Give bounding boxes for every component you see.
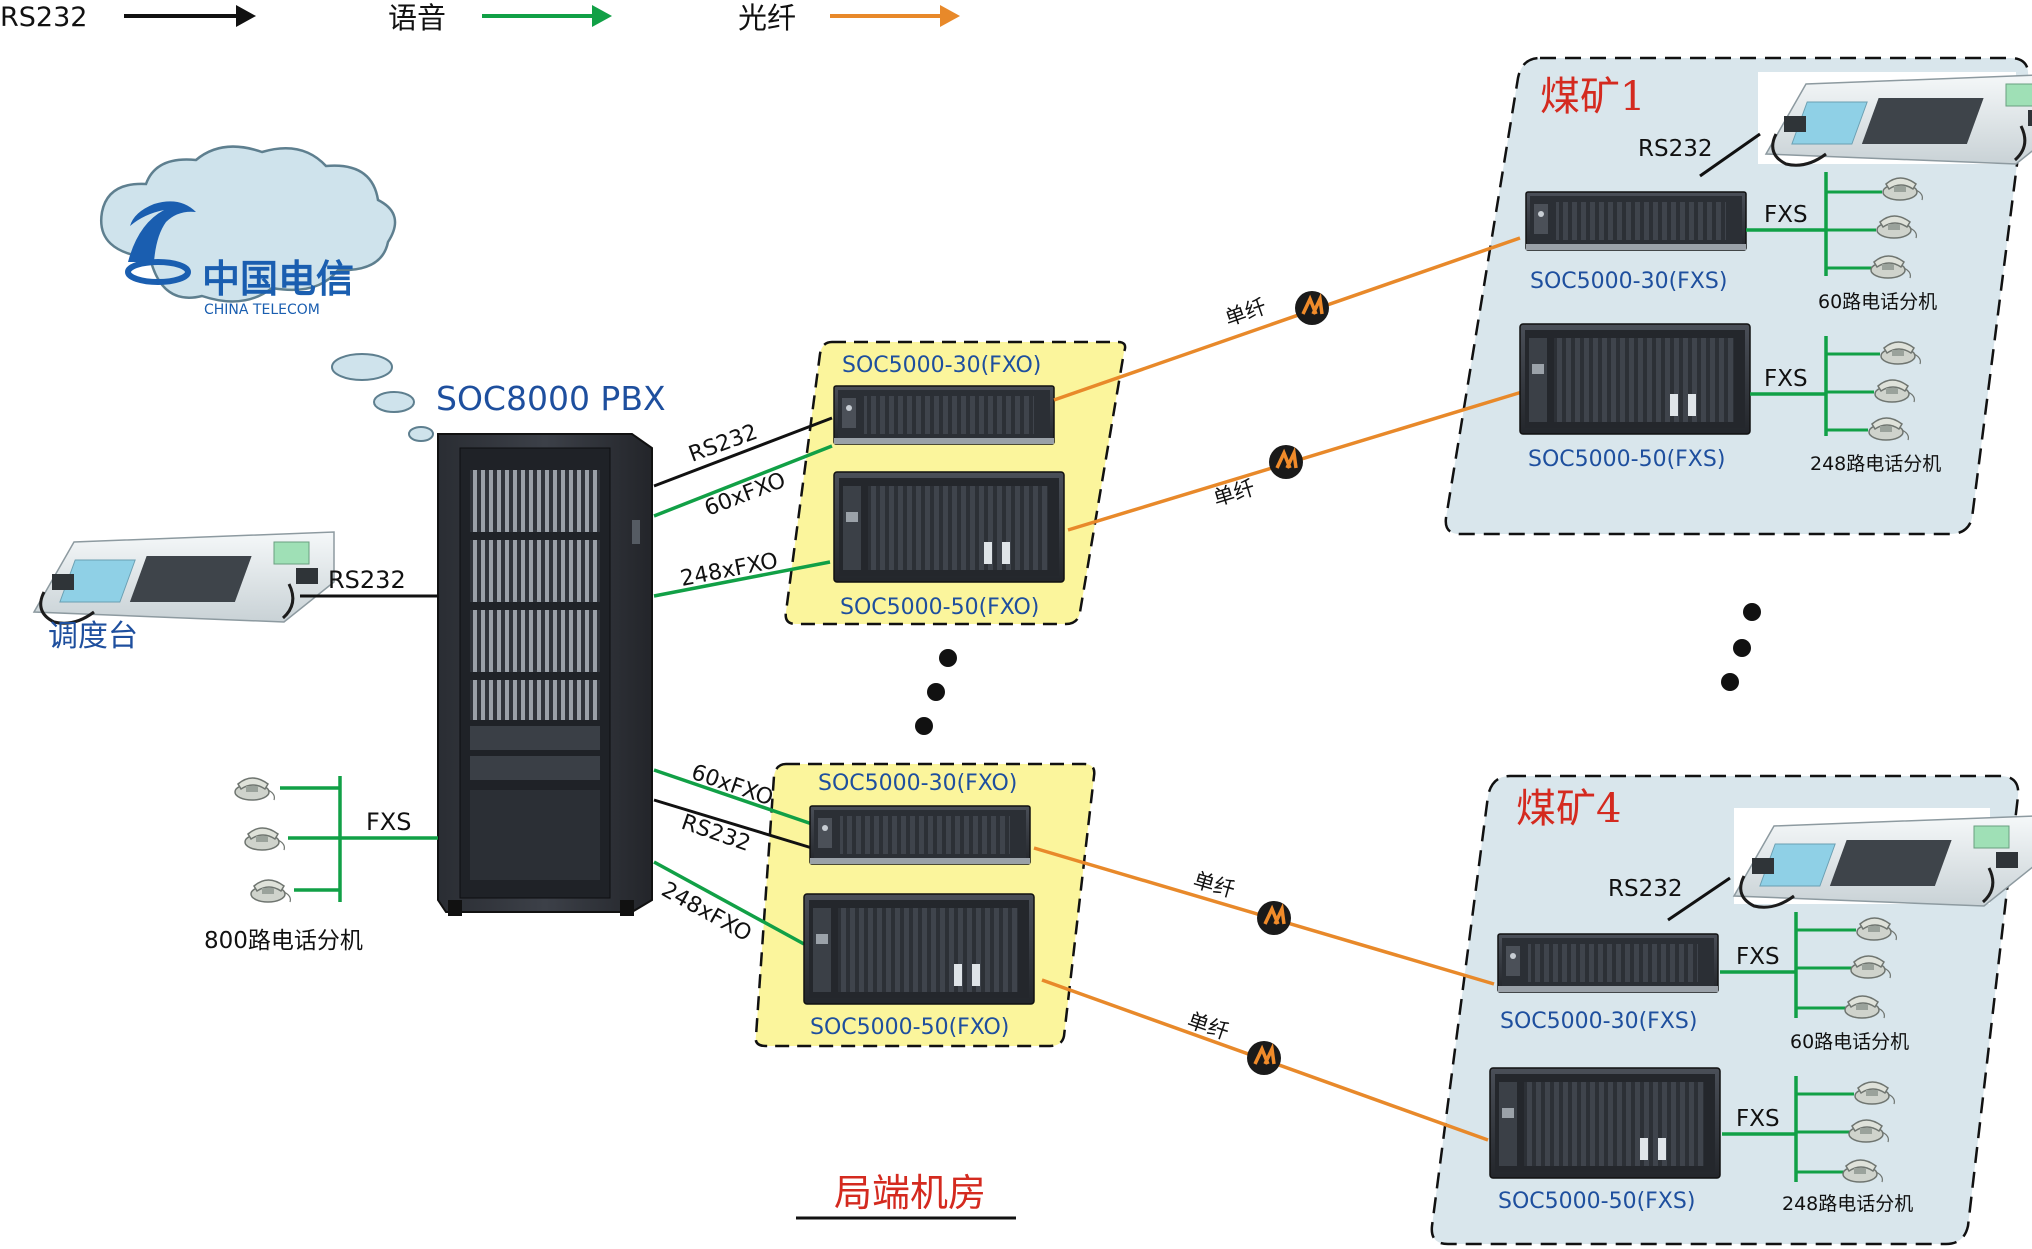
rs232-link-top — [653, 416, 833, 488]
co-bottom-device30-label: SOC5000-30(FXO) — [818, 771, 1017, 796]
mine1-title: 煤矿1 — [1540, 74, 1645, 120]
fiber-node-icon — [1267, 443, 1305, 481]
extensions-left — [234, 776, 438, 903]
legend-rs232-arrow-icon — [124, 5, 256, 27]
mine4-device30-label: SOC5000-30(FXS) — [1500, 1009, 1697, 1034]
fxo248-link-bottom — [653, 860, 805, 946]
fiber-node-icon — [1293, 289, 1331, 327]
mine4-device50-label: SOC5000-50(FXS) — [1498, 1189, 1695, 1214]
mine1-ext-b-label: 248路电话分机 — [1810, 453, 1941, 475]
legend: RS232 语音 光纤 — [0, 1, 960, 35]
ellipsis-dot-co — [915, 717, 933, 735]
dispatch-console-label: 调度台 — [48, 619, 138, 654]
central-office-title: 局端机房 — [834, 1171, 986, 1215]
mine1-ext-a-label: 60路电话分机 — [1818, 291, 1937, 313]
mine4-device30 — [1497, 933, 1719, 993]
ellipsis-dot-co — [927, 683, 945, 701]
mine4-rs232-label: RS232 — [1608, 876, 1682, 902]
china-telecom-logo-en: CHINA TELECOM — [204, 302, 320, 318]
fiber-node-icon — [1255, 899, 1293, 937]
phone-icon — [250, 879, 292, 903]
mine4-title: 煤矿4 — [1516, 786, 1621, 832]
pbx-label: SOC8000 PBX — [436, 379, 666, 418]
fiber-link-2 — [1067, 390, 1523, 532]
mine4-rs232-link — [1667, 876, 1731, 922]
fxo248-link-top — [653, 560, 831, 598]
mine4-fxs-b — [1722, 1076, 1896, 1183]
fiber-node-icon — [1245, 1039, 1283, 1077]
mine1-fxs-a — [1746, 172, 1924, 279]
fxo60-link-top — [653, 444, 833, 518]
fxo60-label-top: 60xFXO — [701, 468, 789, 522]
co-top-device30 — [833, 385, 1055, 445]
fiber-link-3 — [1033, 846, 1495, 986]
china-telecom-logo-icon — [125, 201, 196, 285]
mine4-fxs-a-label: FXS — [1736, 944, 1780, 970]
legend-voice-arrow-icon — [482, 5, 612, 27]
mine4-device50 — [1489, 1067, 1721, 1179]
mine4-fxs-a — [1720, 912, 1898, 1019]
ellipsis-dot-mines — [1733, 639, 1751, 657]
phone-icon — [234, 777, 276, 801]
rs232-label-bottom: RS232 — [678, 810, 754, 857]
co-bottom-device30 — [809, 805, 1031, 865]
extensions-left-label: 800路电话分机 — [204, 928, 363, 954]
mine1-device50 — [1519, 323, 1751, 435]
mine1-fxs-b — [1750, 336, 1922, 441]
mine4-ext-b-label: 248路电话分机 — [1782, 1193, 1913, 1215]
phone-icon — [244, 827, 286, 851]
ellipsis-dot-mines — [1721, 673, 1739, 691]
mine1-device30-label: SOC5000-30(FXS) — [1530, 269, 1727, 294]
china-telecom-cloud: 中国电信 CHINA TELECOM — [99, 145, 434, 442]
co-bottom-device50-label: SOC5000-50(FXO) — [810, 1015, 1009, 1040]
mine4-fxs-b-label: FXS — [1736, 1106, 1780, 1132]
mine1-fxs-a-label: FXS — [1764, 202, 1808, 228]
co-top-device50-label: SOC5000-50(FXO) — [840, 595, 1039, 620]
mine4-dispatch-console — [1732, 814, 2032, 909]
fxo60-link-bottom — [653, 768, 813, 826]
fiber-link-1 — [1053, 236, 1521, 402]
legend-fiber-label: 光纤 — [738, 1, 796, 35]
fiber-link-4 — [1041, 978, 1489, 1142]
co-top-device30-label: SOC5000-30(FXO) — [842, 353, 1041, 378]
mine4-ext-a-label: 60路电话分机 — [1790, 1031, 1909, 1053]
fxo60-label-bottom: 60xFXO — [688, 760, 776, 811]
fxs-label-left: FXS — [366, 808, 411, 836]
mine1-rs232-link — [1699, 132, 1761, 178]
co-bottom-device50 — [803, 893, 1035, 1005]
fxo248-label-top: 248xFXO — [678, 549, 780, 592]
legend-rs232-label: RS232 — [0, 2, 87, 33]
fiber-label-2: 单纤 — [1210, 476, 1257, 511]
legend-fiber-arrow-icon — [830, 5, 960, 27]
dispatch-console-left — [32, 530, 336, 625]
fxo248-label-bottom: 248xFXO — [657, 877, 755, 947]
mine1-dispatch-console — [1764, 72, 2032, 167]
fiber-label-1: 单纤 — [1222, 294, 1270, 330]
legend-voice-label: 语音 — [388, 1, 446, 35]
china-telecom-logo-cn: 中国电信 — [202, 256, 354, 301]
ellipsis-dot-co — [939, 649, 957, 667]
mine1-rs232-label: RS232 — [1638, 136, 1712, 162]
console-rs232-label: RS232 — [328, 566, 406, 594]
ellipsis-dot-mines — [1743, 603, 1761, 621]
co-top-device50 — [833, 471, 1065, 583]
pbx-rack — [437, 433, 653, 916]
rs232-link-bottom — [653, 798, 813, 850]
mine1-fxs-b-label: FXS — [1764, 366, 1808, 392]
mine1-device50-label: SOC5000-50(FXS) — [1528, 447, 1725, 472]
mine1-device30 — [1525, 191, 1747, 251]
